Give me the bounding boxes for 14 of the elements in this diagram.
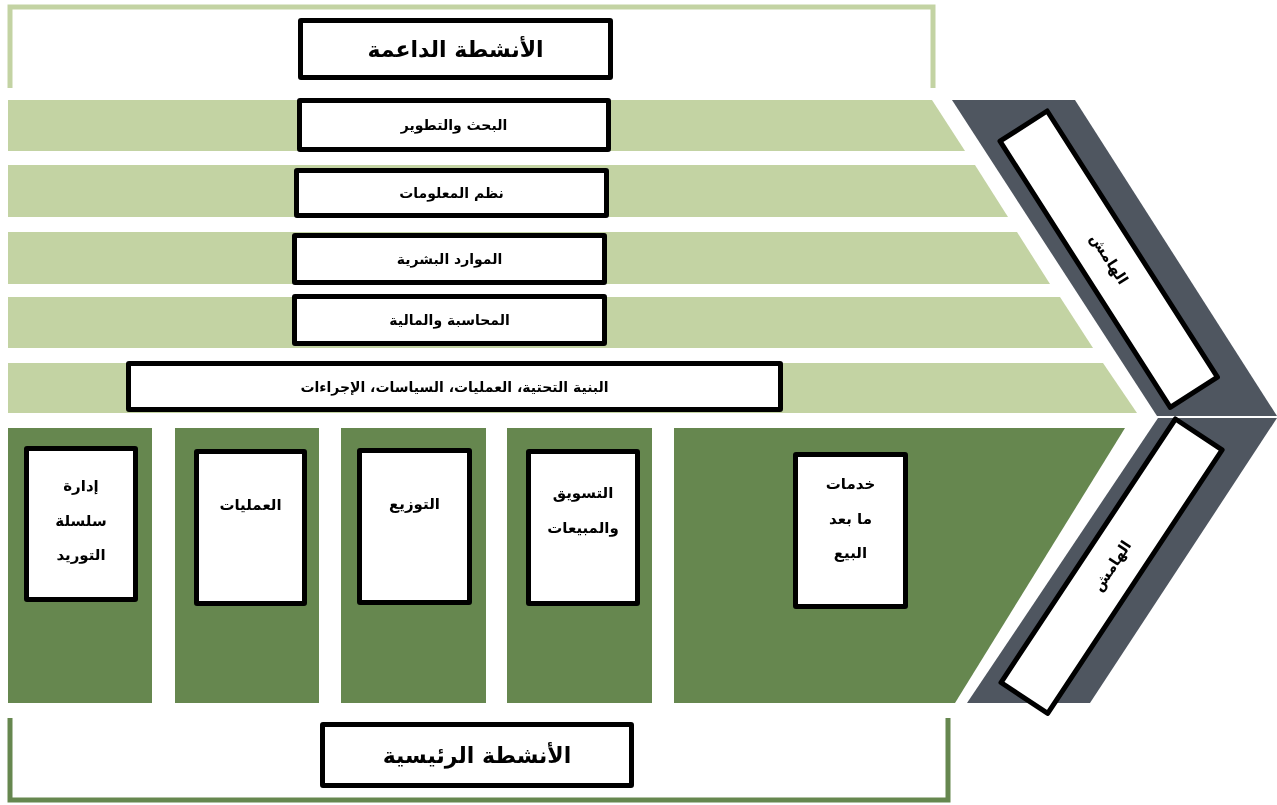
activity-box: العمليات bbox=[194, 449, 307, 606]
heading-box: الأنشطة الرئيسية bbox=[320, 722, 634, 788]
activity-box: نظم المعلومات bbox=[294, 168, 609, 218]
activity-box: إدارة سلسلة التوريد bbox=[24, 446, 138, 602]
activity-box: خدمات ما بعد البيع bbox=[793, 452, 908, 609]
activity-box: التسويق والمبيعات bbox=[526, 449, 640, 606]
margin-box: الهامش bbox=[998, 415, 1226, 717]
activity-box: الموارد البشرية bbox=[292, 233, 607, 285]
activity-box: المحاسبة والمالية bbox=[292, 294, 607, 346]
margin-box: الهامش bbox=[997, 107, 1221, 411]
activity-box: التوزيع bbox=[357, 448, 472, 605]
heading-box: الأنشطة الداعمة bbox=[298, 18, 613, 80]
activity-box: البحث والتطوير bbox=[297, 98, 611, 152]
activity-box: البنية التحتية، العمليات، السياسات، الإجراءات bbox=[126, 361, 783, 412]
